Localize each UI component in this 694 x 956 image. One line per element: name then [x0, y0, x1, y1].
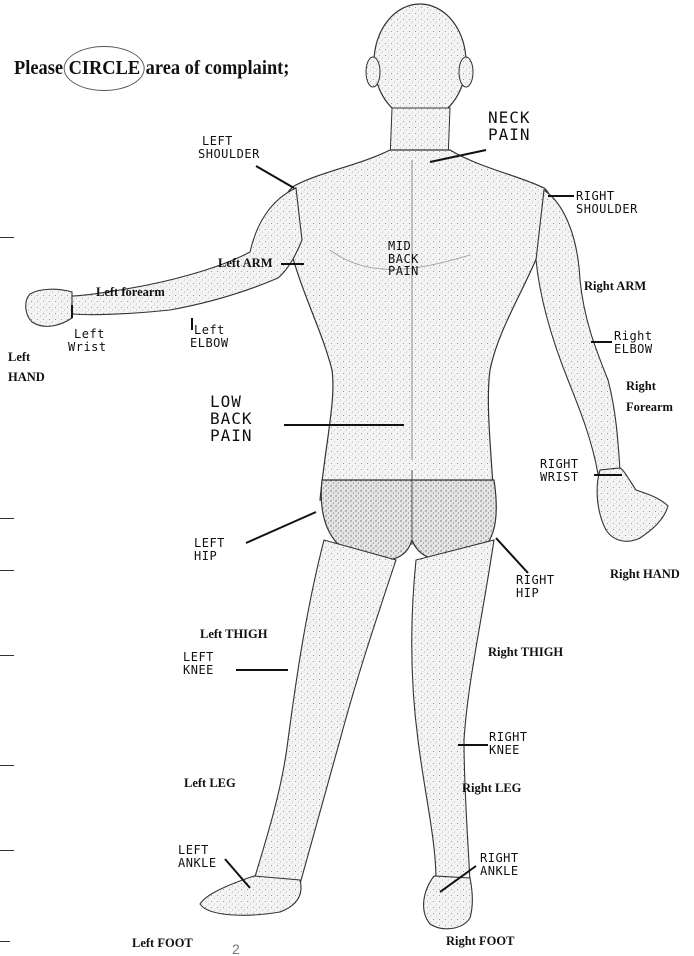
- left-hand-shape: [26, 289, 72, 326]
- left-leg-shape: [254, 540, 396, 884]
- answer-line-5: [0, 765, 14, 766]
- label-left-foot: Left FOOT: [132, 937, 193, 950]
- right-arm-shape: [536, 190, 620, 474]
- label-left-arm: Left ARM: [218, 257, 273, 270]
- label-right-leg: Right LEG: [462, 782, 521, 795]
- answer-line-2: [0, 518, 14, 519]
- circled-word: CIRCLE: [64, 46, 145, 91]
- footer-mark: 2: [232, 942, 240, 956]
- head-shape: [366, 4, 473, 120]
- label-left-forearm: Left forearm: [96, 286, 165, 299]
- left-foot-shape: [200, 876, 301, 915]
- answer-line-7: [0, 941, 10, 942]
- torso-shape: [283, 150, 551, 500]
- right-foot-shape: [424, 876, 473, 929]
- heading-prefix: Please: [14, 57, 63, 79]
- heading-suffix: area of complaint;: [146, 57, 290, 79]
- label-left-leg: Left LEG: [184, 777, 236, 790]
- label-right-foot: Right FOOT: [446, 935, 514, 948]
- answer-line-6: [0, 850, 14, 851]
- answer-line-1: [0, 237, 14, 238]
- label-right-thigh: Right THIGH: [488, 646, 563, 659]
- answer-line-3: [0, 570, 14, 571]
- label-left-thigh: Left THIGH: [200, 628, 267, 641]
- answer-line-4: [0, 655, 14, 656]
- label-right-arm: Right ARM: [584, 280, 646, 293]
- right-hand-shape: [597, 468, 668, 541]
- label-right-hand: Right HAND: [610, 568, 680, 581]
- right-leg-shape: [412, 540, 494, 882]
